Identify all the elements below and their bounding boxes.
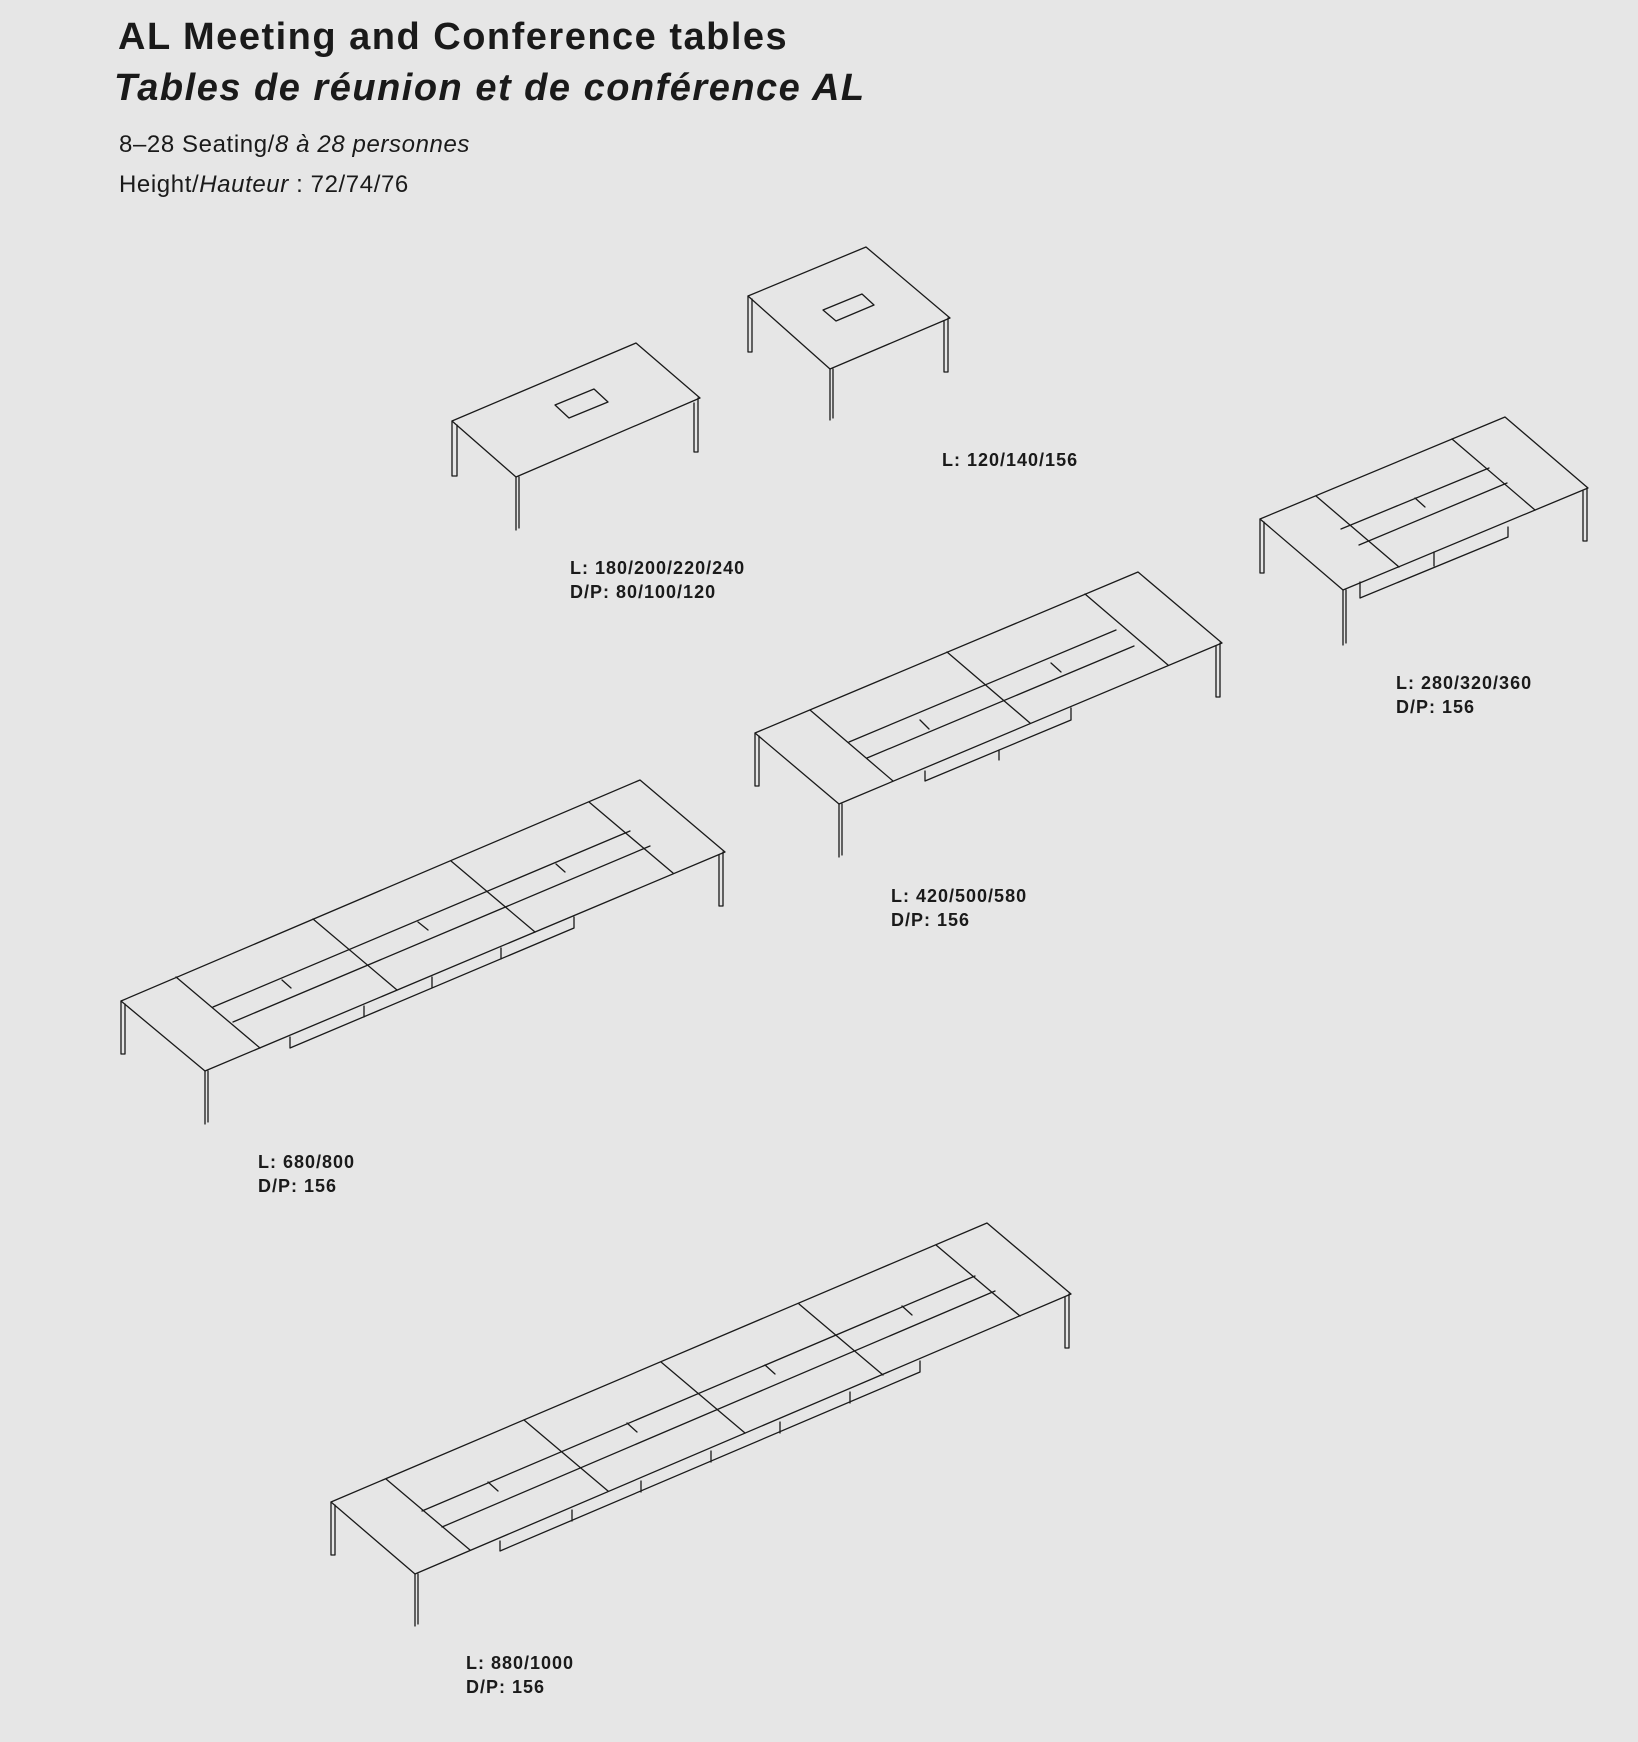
dimensions-label-280-360: L: 280/320/360 D/P: 156 <box>1396 671 1532 719</box>
depth-text: D/P: 156 <box>466 1677 546 1697</box>
table-drawing-square <box>747 246 951 421</box>
seating-info: 8–28 Seating/8 à 28 personnes <box>119 130 470 160</box>
depth-text: D/P: 80/100/120 <box>570 582 717 602</box>
dimensions-label-rect: L: 180/200/220/240 D/P: 80/100/120 <box>570 556 745 604</box>
title-french: Tables de réunion et de conférence AL <box>114 67 866 109</box>
dimensions-label-880-1000: L: 880/1000 D/P: 156 <box>466 1651 574 1699</box>
dimensions-label-420-580: L: 420/500/580 D/P: 156 <box>891 884 1027 932</box>
height-info: Height/Hauteur : 72/74/76 <box>119 170 409 200</box>
table-drawing-280-360 <box>1259 416 1589 646</box>
depth-text: D/P: 156 <box>258 1176 338 1196</box>
length-text: L: 120/140/156 <box>942 450 1079 470</box>
length-text: L: 420/500/580 <box>891 886 1028 906</box>
depth-text: D/P: 156 <box>891 910 971 930</box>
table-drawing-rect <box>451 342 701 531</box>
seating-french: 8 à 28 personnes <box>274 131 471 158</box>
length-text: L: 680/800 <box>258 1152 356 1172</box>
seating-text: 8–28 Seating/ <box>119 131 275 158</box>
table-drawing-880-1000 <box>330 1222 1072 1627</box>
height-text: Height/ <box>119 171 200 198</box>
depth-text: D/P: 156 <box>1396 697 1476 717</box>
dimensions-label-680-800: L: 680/800 D/P: 156 <box>258 1150 355 1198</box>
dimensions-label-square: L: 120/140/156 <box>942 448 1078 472</box>
height-values: : 72/74/76 <box>288 171 409 198</box>
length-text: L: 180/200/220/240 <box>570 558 746 578</box>
height-french: Hauteur <box>199 171 289 198</box>
table-drawing-420-580 <box>754 571 1223 858</box>
length-text: L: 280/320/360 <box>1396 673 1533 693</box>
table-drawing-680-800 <box>120 779 726 1125</box>
length-text: L: 880/1000 <box>466 1653 575 1673</box>
title-english: AL Meeting and Conference tables <box>118 16 789 58</box>
